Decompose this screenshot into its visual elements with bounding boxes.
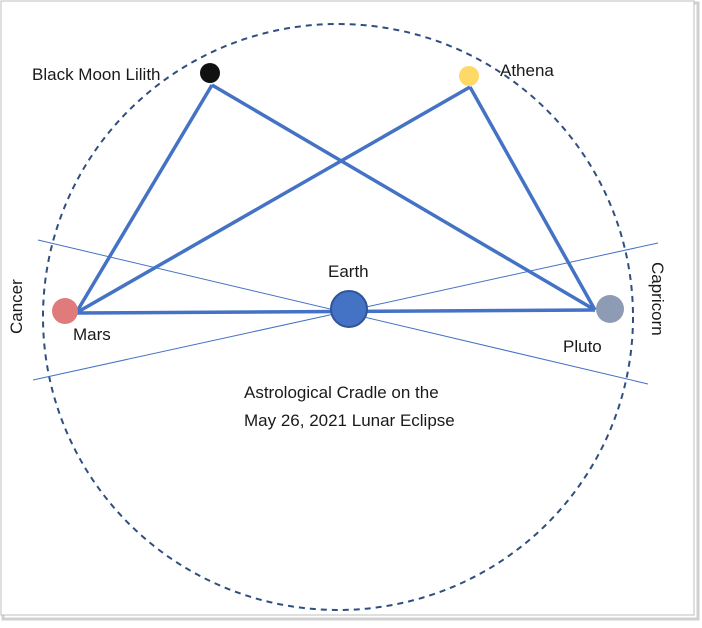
label-pluto: Pluto	[563, 337, 602, 356]
earth-dot	[330, 290, 368, 328]
label-capricorn: Capricorn	[648, 262, 667, 336]
line-lilith-to-mars	[74, 84, 214, 314]
caption-line-1: Astrological Cradle on the	[244, 383, 439, 402]
mars-dot	[52, 298, 78, 324]
athena-dot	[459, 66, 479, 86]
label-black-moon-lilith: Black Moon Lilith	[32, 65, 161, 84]
black-moon-lilith-dot	[200, 63, 220, 83]
pluto-dot	[596, 295, 624, 323]
zodiac-circle	[42, 23, 634, 611]
label-earth: Earth	[328, 262, 369, 281]
line-lilith-to-pluto	[211, 83, 596, 312]
label-athena: Athena	[500, 61, 554, 80]
label-mars: Mars	[73, 325, 111, 344]
outer-border	[0, 0, 695, 616]
line-athena-to-mars	[75, 85, 471, 315]
line-athena-to-pluto	[468, 86, 597, 311]
caption-line-2: May 26, 2021 Lunar Eclipse	[244, 411, 455, 430]
label-cancer: Cancer	[7, 279, 26, 334]
